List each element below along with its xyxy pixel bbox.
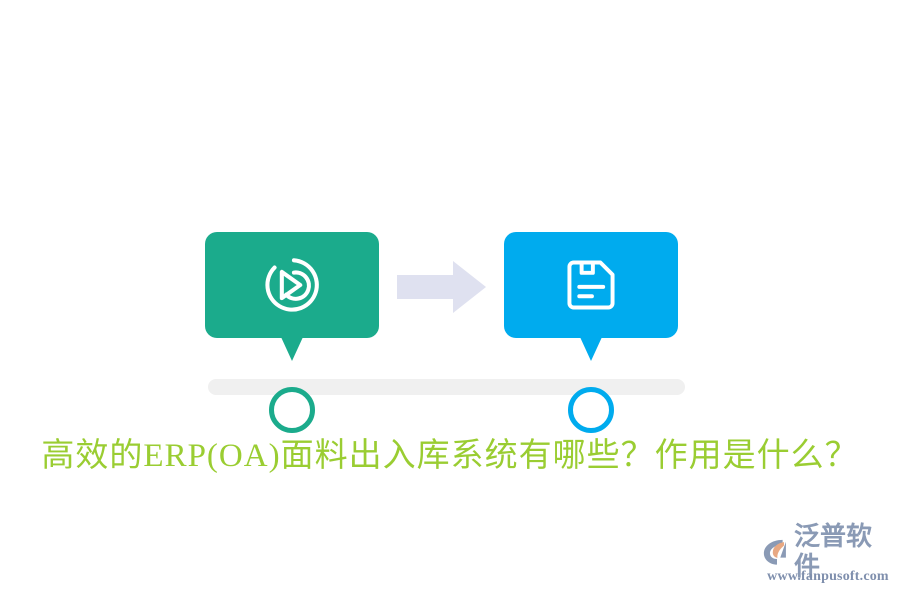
page-title: 高效的ERP(OA)面料出入库系统有哪些？作用是什么？ (41, 438, 859, 474)
timeline-step-1[interactable] (205, 232, 379, 433)
step-1-card-tail (281, 337, 303, 361)
step-1-timeline-dot[interactable] (269, 387, 315, 433)
step-2-timeline-dot[interactable] (568, 387, 614, 433)
watermark: 泛普软件 www.fanpusoft.com (762, 522, 894, 588)
watermark-url: www.fanpusoft.com (767, 569, 889, 584)
timeline-step-2[interactable] (504, 232, 678, 433)
watermark-brand-name: 泛普软件 (794, 522, 873, 581)
flow-diagram (205, 232, 685, 433)
step-2-card-tail (580, 337, 602, 361)
arrow-right-icon (397, 261, 486, 313)
fanpu-logo-icon (763, 539, 786, 565)
save-document-icon (567, 260, 615, 310)
broadcast-signal-icon (265, 258, 319, 312)
step-1-card[interactable] (205, 232, 379, 361)
timeline-track (208, 379, 685, 395)
watermark-brand-row: 泛普软件 (762, 522, 894, 581)
step-2-card[interactable] (504, 232, 678, 361)
